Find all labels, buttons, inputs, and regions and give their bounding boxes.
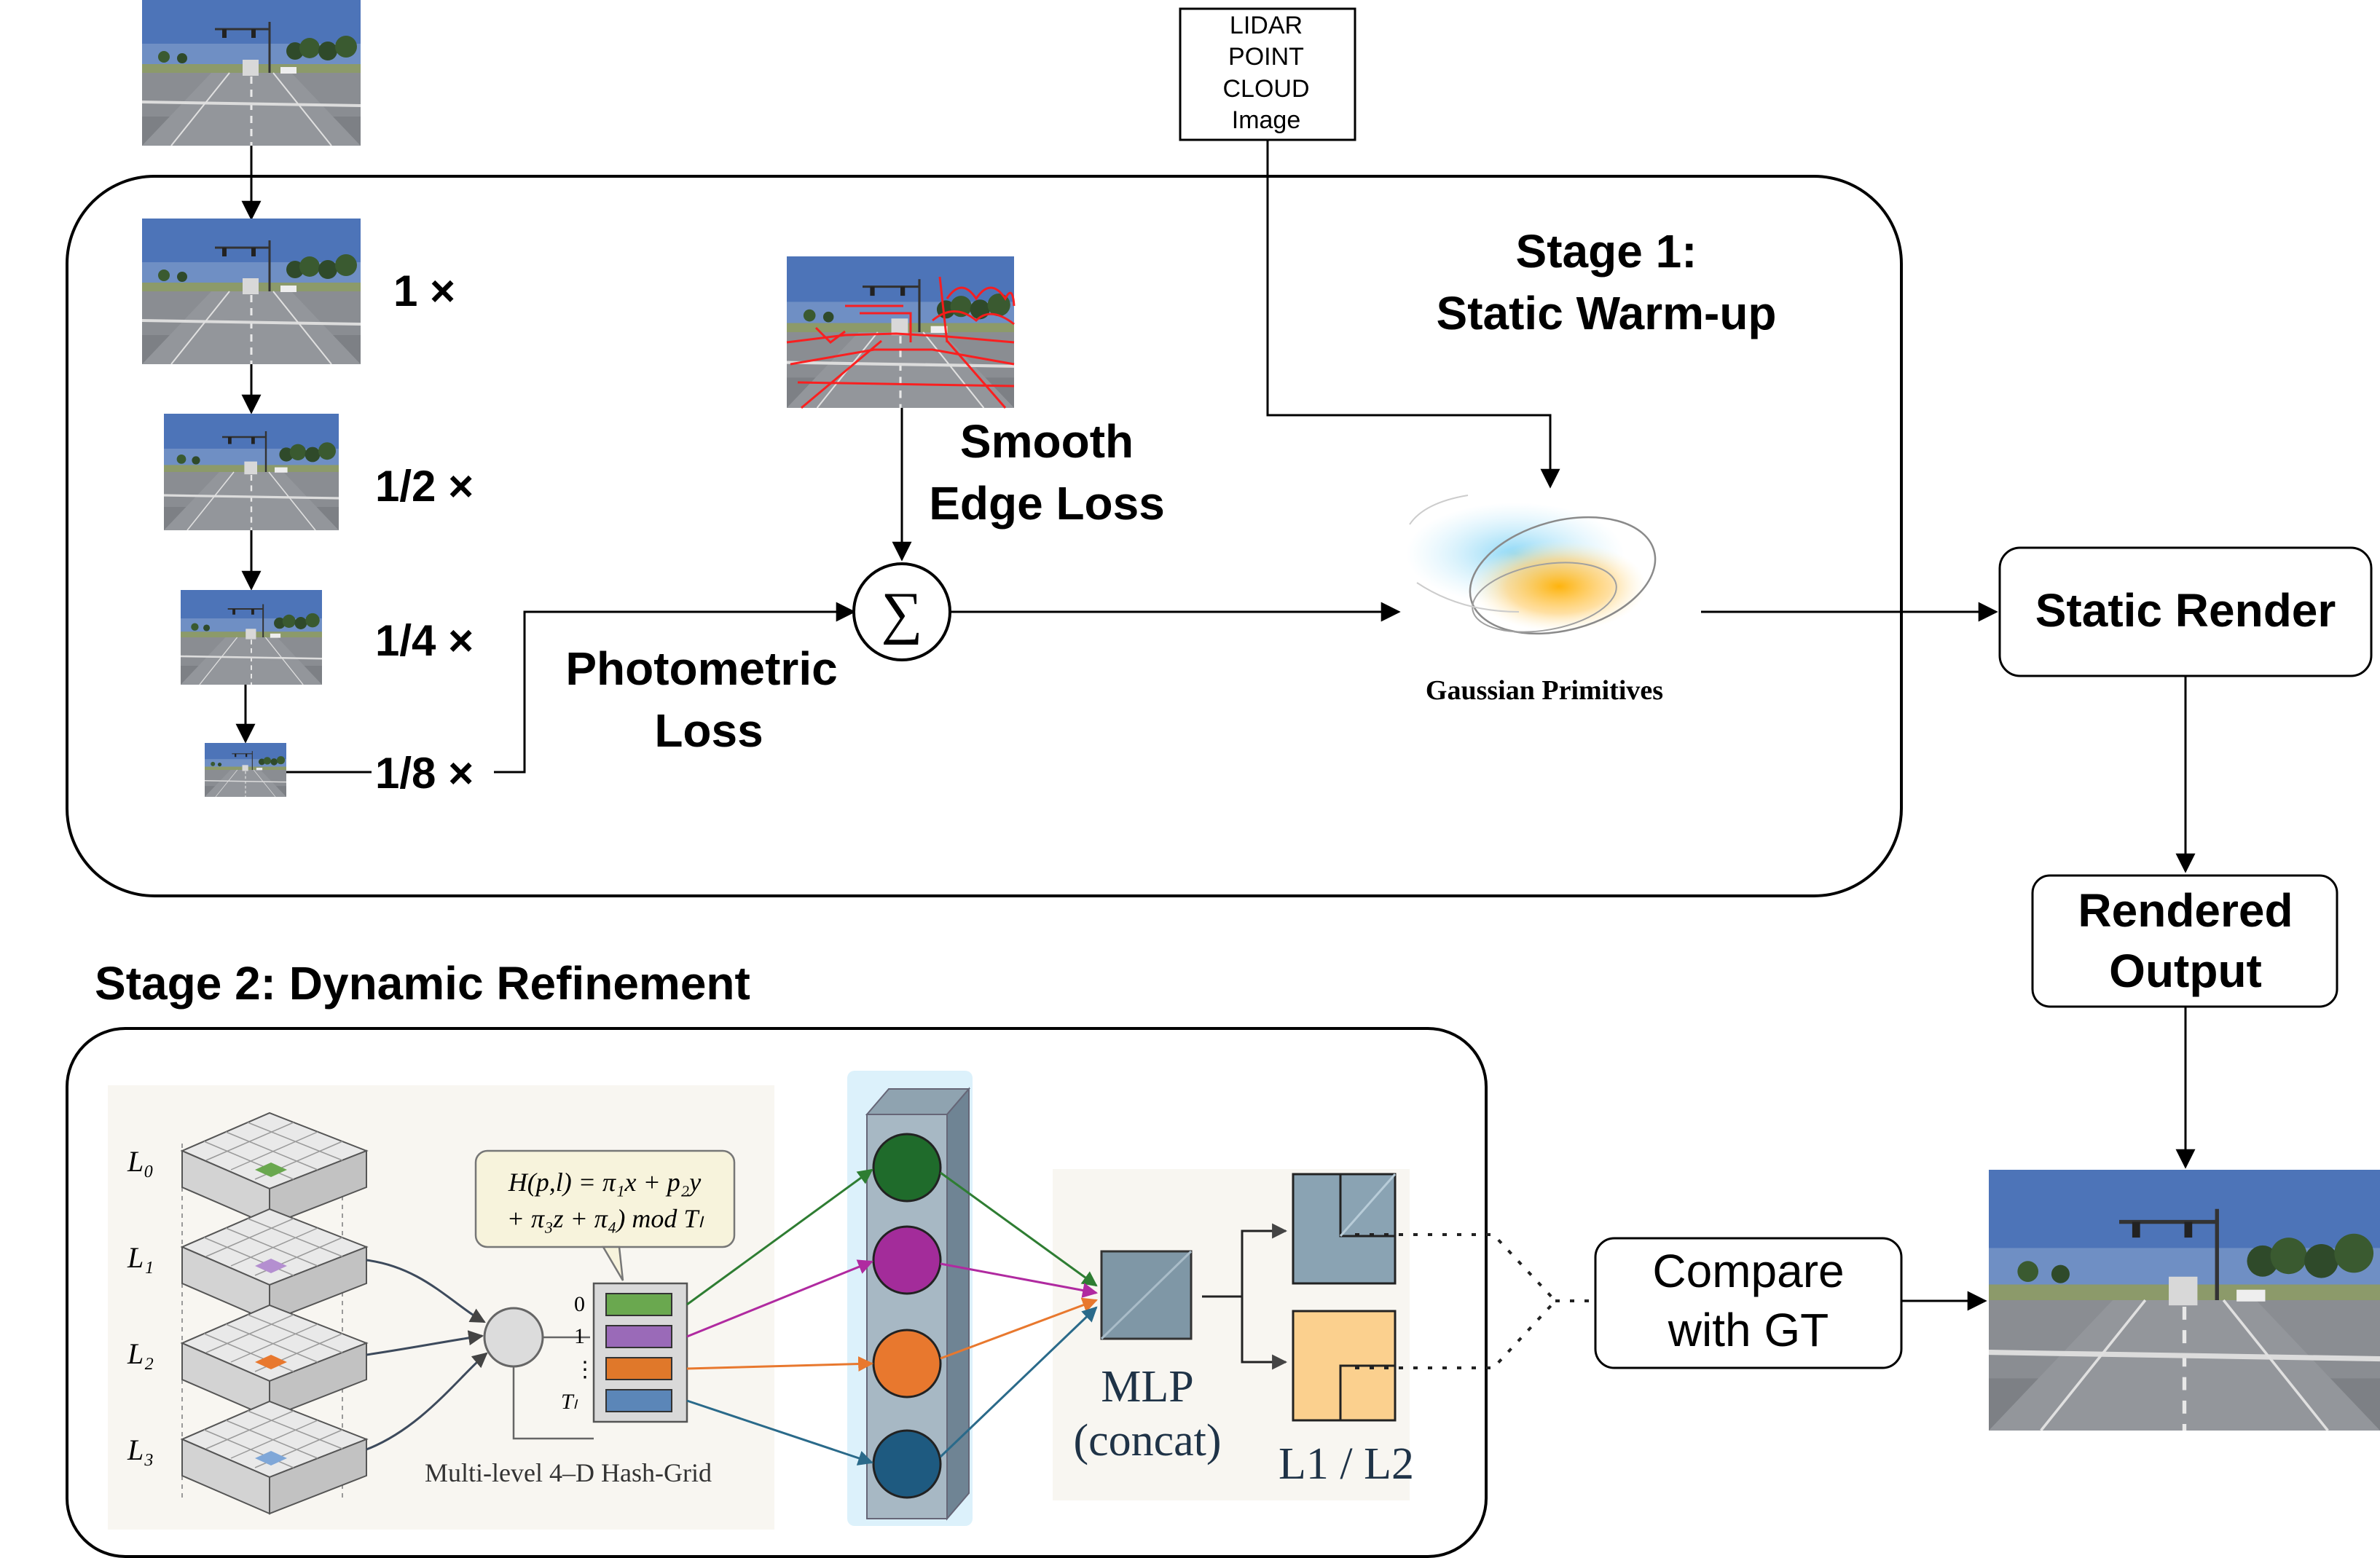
loss-type-label: L1 / L2 — [1279, 1439, 1414, 1489]
stage2-title: Stage 2: Dynamic Refinement — [95, 957, 750, 1010]
stage1-title-line1: Stage 1: — [1516, 225, 1697, 278]
mlp-label-line1: MLP — [1101, 1362, 1193, 1412]
hash-formula-line1: H(p,l) = π₁x + p₂y — [508, 1168, 702, 1197]
feature-node-orange — [872, 1329, 942, 1398]
pyramid-image-eighth — [205, 743, 286, 797]
edge-magenta-out — [940, 1262, 1099, 1298]
smooth-edge-loss-line1: Smooth — [960, 415, 1134, 468]
hash-grid-caption: Multi-level 4–D Hash-Grid — [425, 1458, 712, 1487]
edge-orange-out — [940, 1297, 1098, 1360]
edge-blue-out — [939, 1306, 1098, 1458]
level-label-2: L₂ — [127, 1337, 154, 1370]
photometric-loss-line2: Loss — [654, 704, 763, 757]
stage2-panel — [66, 1027, 1488, 1558]
rendered-output-line1: Rendered — [2078, 884, 2293, 937]
lidar-line-1: LIDAR — [1230, 12, 1303, 39]
compare-with-gt-box: Compare with GT — [1594, 1237, 1903, 1369]
level-layer-0 — [180, 1112, 369, 1227]
scale-label-quarter: 1/4 × — [375, 616, 474, 665]
rendered-output-box: Rendered Output — [2031, 874, 2338, 1008]
lidar-line-2: POINT — [1228, 43, 1304, 71]
layer-to-hash-arrows — [366, 1259, 488, 1451]
level-layer-3 — [180, 1400, 369, 1515]
lidar-box: LIDAR POINT CLOUD Image — [1179, 7, 1356, 141]
photometric-loss-line1: Photometric — [565, 642, 837, 695]
lidar-line-3: CLOUD — [1222, 75, 1309, 103]
scale-label-1x: 1 × — [393, 267, 455, 315]
hash-formula-callout: H(p,l) = π₁x + p₂y + π₃z + π₄) mod Tₗ — [474, 1149, 736, 1281]
static-render-label: Static Render — [2035, 584, 2336, 637]
gaussian-primitives-label: Gaussian Primitives — [1426, 675, 1663, 706]
sum-symbol: ∑ — [881, 581, 922, 645]
lidar-arrow — [1266, 140, 1560, 489]
input-camera-image — [142, 0, 361, 146]
compare-dotted-lines — [1355, 1233, 1594, 1369]
edge-green-out — [940, 1171, 1098, 1287]
hash-function-node — [483, 1307, 544, 1368]
level-label-0: L₀ — [127, 1145, 154, 1178]
static-render-box: Static Render — [1998, 546, 2373, 677]
table-entry-blue — [605, 1389, 672, 1412]
edge-green-in — [686, 1168, 873, 1306]
feature-node-magenta — [872, 1225, 942, 1295]
output-square-blue — [1292, 1173, 1397, 1285]
hash-table — [592, 1282, 688, 1423]
mlp-block — [1100, 1250, 1193, 1340]
gaussian-primitives-figure — [1406, 495, 1657, 635]
compare-line2: with GT — [1668, 1304, 1829, 1356]
smooth-edge-loss-line2: Edge Loss — [929, 477, 1165, 530]
rendered-output-image — [1989, 1170, 2380, 1431]
level-label-3: L₃ — [127, 1433, 154, 1466]
stage1-title-line2: Static Warm-up — [1437, 287, 1777, 339]
edge-blue-in — [686, 1399, 873, 1465]
feature-node-green — [872, 1133, 942, 1203]
mlp-branch-arrows — [1202, 1223, 1288, 1370]
lidar-line-4: Image — [1232, 106, 1301, 134]
feature-node-blue — [872, 1429, 942, 1499]
edge-map-image — [786, 256, 1016, 409]
scale-label-half: 1/2 × — [375, 462, 474, 511]
mlp-label-line2: (concat) — [1073, 1416, 1221, 1465]
table-entry-green — [605, 1293, 672, 1316]
stage1-panel — [66, 175, 1903, 897]
table-index-tl: Tₗ — [561, 1390, 578, 1414]
level-label-1: L₁ — [127, 1241, 154, 1274]
table-entry-purple — [605, 1325, 672, 1348]
table-entry-orange — [605, 1357, 672, 1380]
output-square-orange — [1292, 1310, 1397, 1422]
table-index-1: 1 — [574, 1324, 585, 1348]
sum-node: ∑ — [852, 562, 951, 661]
pyramid-image-quarter — [181, 590, 322, 685]
photometric-arrow — [494, 602, 856, 774]
compare-line1: Compare — [1652, 1245, 1844, 1297]
pyramid-image-half — [164, 414, 339, 530]
edge-orange-in — [686, 1356, 874, 1372]
rendered-output-line2: Output — [2109, 945, 2262, 997]
table-index-0: 0 — [574, 1292, 585, 1316]
scale-label-eighth: 1/8 × — [375, 749, 474, 798]
pyramid-image-1x — [142, 219, 361, 364]
edge-magenta-in — [686, 1259, 873, 1338]
hash-formula-line2: + π₃z + π₄) mod Tₗ — [507, 1204, 705, 1233]
level-layer-2 — [180, 1304, 369, 1419]
table-index-dots: ⋮ — [574, 1358, 596, 1382]
